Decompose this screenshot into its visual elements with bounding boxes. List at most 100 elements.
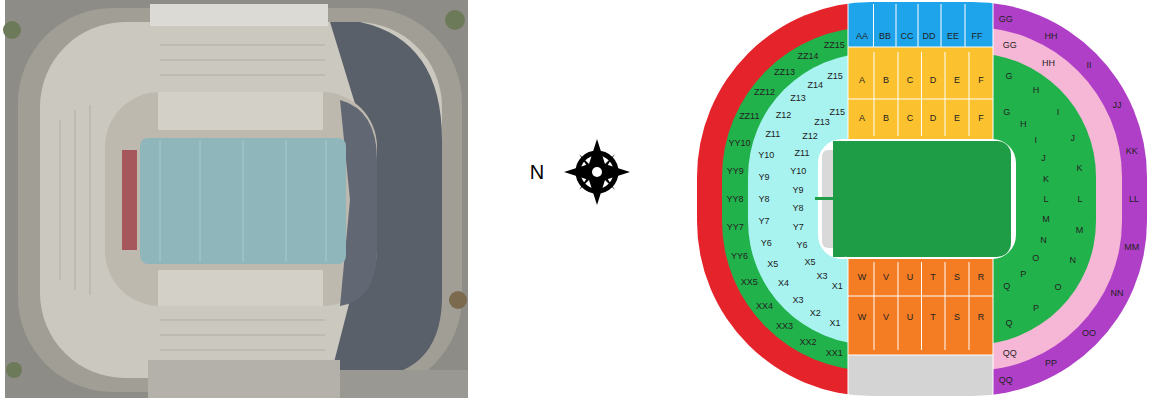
seating-chart [697, 2, 848, 396]
seating-chart [874, 262, 875, 350]
section-label: M [1042, 215, 1050, 224]
seating-chart [945, 262, 946, 350]
section-label: ZZ14 [797, 51, 818, 60]
section-label: B [883, 76, 889, 85]
section-label: QQ [1003, 348, 1017, 357]
aerial-photo [148, 360, 340, 398]
aerial-photo [445, 10, 465, 30]
section-label: X5 [767, 259, 778, 268]
section-label: R [978, 313, 985, 322]
section-label: XX3 [776, 322, 793, 331]
seating-chart [874, 52, 875, 136]
section-label: NN [1110, 289, 1123, 298]
section-label: YY9 [727, 166, 744, 175]
aerial-photo [243, 140, 244, 262]
section-label: ZZ13 [774, 67, 795, 76]
section-label: ZZ15 [824, 41, 845, 50]
seating-chart [848, 2, 993, 47]
aerial-photo [18, 8, 462, 392]
aerial-photo [140, 138, 346, 264]
seating-chart [873, 4, 874, 47]
section-label: A [859, 114, 865, 123]
seating-chart [848, 355, 993, 396]
seating-chart [896, 4, 897, 47]
section-label: GG [1003, 41, 1017, 50]
section-label: Z15 [827, 71, 843, 80]
section-label: KK [1126, 146, 1138, 155]
section-label: YY7 [727, 223, 744, 232]
aerial-photo [122, 150, 137, 250]
section-label: Y6 [761, 238, 772, 247]
section-label: W [858, 313, 867, 322]
aerial-photo [75, 110, 76, 290]
section-label: LL [1129, 195, 1139, 204]
section-label: Y7 [758, 217, 769, 226]
section-label: Z12 [802, 132, 818, 141]
section-label: X4 [778, 278, 789, 287]
aerial-photo [160, 75, 325, 76]
aerial-photo [326, 140, 327, 262]
aerial-photo [200, 140, 201, 262]
section-label: Y8 [792, 204, 803, 213]
section-label: G [1003, 107, 1010, 116]
aerial-photo [160, 350, 325, 351]
section-label: ZZ11 [739, 112, 759, 121]
seating-chart [848, 296, 993, 297]
section-label: II [1087, 61, 1092, 70]
section-label: T [930, 313, 936, 322]
section-label: XX5 [741, 278, 758, 287]
section-label: YY8 [726, 195, 743, 204]
section-label: Y10 [790, 167, 806, 176]
seating-chart [815, 197, 837, 200]
section-label: C [907, 114, 914, 123]
seating-chart [833, 141, 1011, 257]
section-label: G [1005, 71, 1012, 80]
seating-chart [818, 139, 1016, 259]
section-label: X3 [817, 271, 828, 280]
compass-rose [592, 167, 602, 177]
aerial-photo [3, 0, 468, 398]
section-label: Y9 [792, 185, 803, 194]
aerial-photo [449, 291, 467, 309]
seating-chart [722, 27, 848, 371]
aerial-photo [105, 92, 377, 306]
section-label: Z14 [808, 81, 824, 90]
seating-chart [848, 47, 993, 139]
seating-chart [697, 2, 1147, 396]
section-label: YY6 [731, 251, 748, 260]
aerial-photo [158, 270, 323, 306]
seating-chart [921, 52, 922, 136]
section-label: Z11 [765, 130, 780, 139]
section-label: Z15 [830, 107, 846, 116]
section-label: Q [1005, 318, 1012, 327]
aerial-photo [160, 335, 325, 336]
section-label: AA [856, 32, 868, 41]
section-label: L [1043, 195, 1048, 204]
section-label: K [1077, 164, 1083, 173]
section-label: Y7 [793, 222, 804, 231]
section-label: XX2 [799, 338, 816, 347]
seating-chart [969, 52, 970, 136]
section-label: Y6 [796, 241, 807, 250]
section-label: YY10 [728, 138, 750, 147]
section-label: F [978, 114, 984, 123]
aerial-photo [160, 140, 161, 262]
seating-chart [941, 4, 942, 47]
section-label: S [954, 273, 960, 282]
section-label: T [930, 273, 936, 282]
section-label: Z12 [776, 111, 792, 120]
seating-chart [748, 53, 1096, 345]
seating-chart [969, 262, 970, 350]
seating-chart [993, 2, 1147, 396]
seating-chart [898, 262, 899, 350]
section-label: D [930, 76, 937, 85]
seating-chart [945, 52, 946, 136]
section-label: X2 [810, 308, 821, 317]
section-label: MM [1124, 243, 1139, 252]
section-label: H [1033, 86, 1040, 95]
compass-rose [564, 139, 630, 205]
aerial-photo [158, 92, 323, 130]
aerial-photo [160, 60, 325, 61]
